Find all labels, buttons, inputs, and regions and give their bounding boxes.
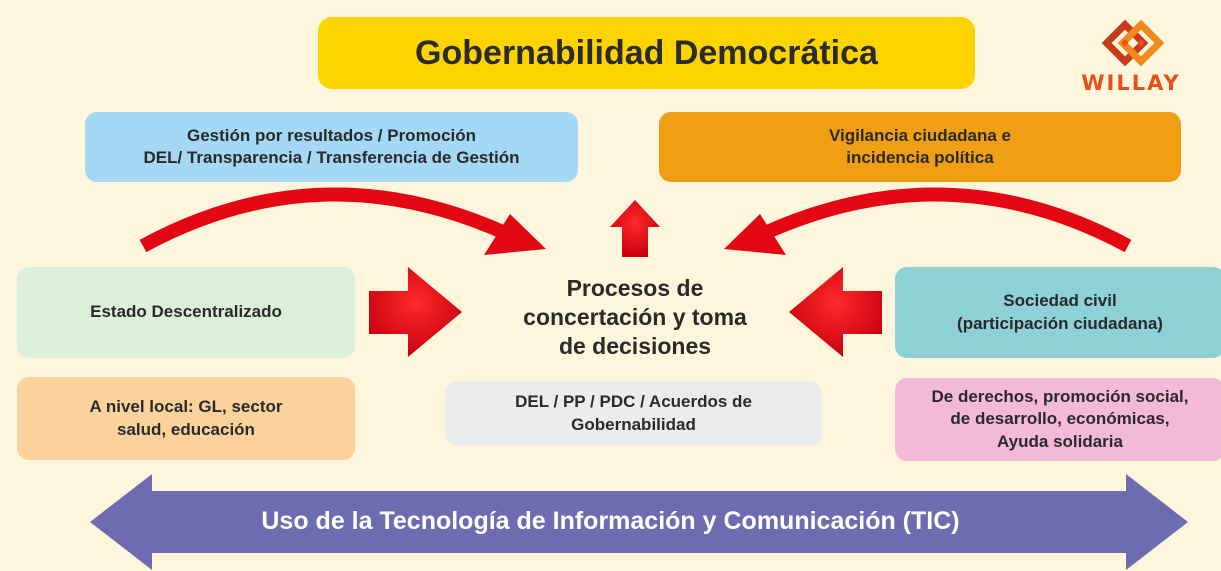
del-box: DEL / PP / PDC / Acuerdos de Gobernabili… — [445, 381, 822, 446]
left-arrow-icon — [789, 267, 882, 357]
right-arrow-icon — [369, 267, 462, 357]
vigilancia-box: Vigilancia ciudadana e incidencia políti… — [659, 112, 1181, 182]
sociedad-box: Sociedad civil (participación ciudadana) — [895, 267, 1221, 358]
logo-wordmark: WILLAY — [1081, 71, 1181, 95]
curved-arrow-right-icon — [724, 187, 1132, 255]
derechos-box: De derechos, promoción social, de desarr… — [895, 378, 1221, 461]
up-arrow-icon — [610, 200, 660, 257]
willay-logo-icon — [1101, 19, 1165, 67]
page-title: Gobernabilidad Democrática — [318, 17, 975, 89]
double-arrow-icon — [90, 474, 1188, 570]
estado-box: Estado Descentralizado — [17, 267, 355, 358]
gestion-box: Gestión por resultados / Promoción DEL/ … — [85, 112, 578, 182]
tic-label: Uso de la Tecnología de Información y Co… — [261, 507, 960, 535]
center-process-label: Procesos de concertación y toma de decis… — [523, 275, 747, 359]
nivel-local-box: A nivel local: GL, sector salud, educaci… — [17, 377, 355, 460]
curved-arrow-left-icon — [139, 187, 546, 255]
